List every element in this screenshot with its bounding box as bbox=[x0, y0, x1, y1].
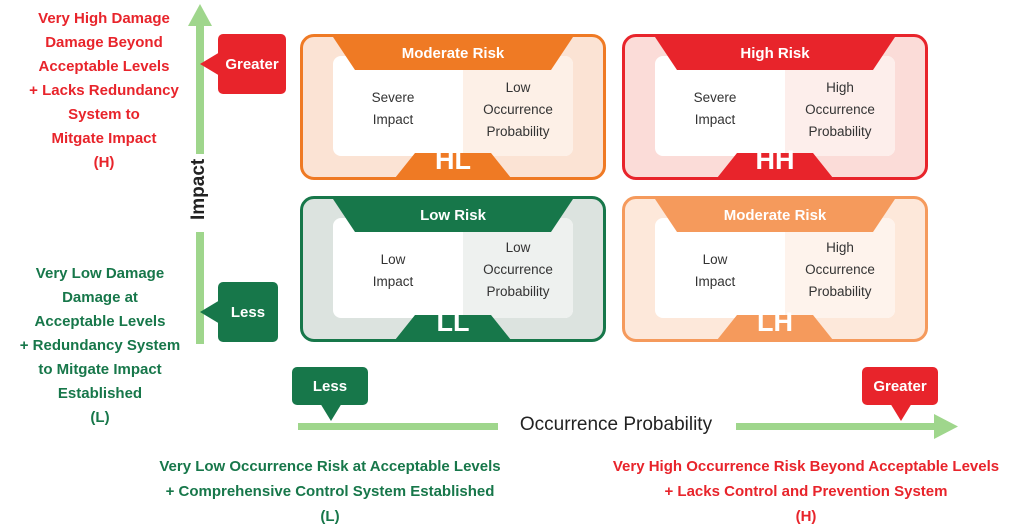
quadrant-code: LL bbox=[436, 307, 470, 337]
impact-cell: Severe Impact bbox=[693, 90, 737, 127]
y-axis-line-top bbox=[196, 24, 204, 154]
greater-probability-tag-pointer bbox=[890, 403, 912, 421]
quadrant-inner-right-panel bbox=[785, 218, 895, 318]
probability-cell: High Occurrence Probability bbox=[805, 80, 875, 139]
greater-impact-tag-pointer bbox=[200, 52, 220, 76]
x-axis-arrowhead bbox=[934, 414, 958, 439]
quadrant-ll: Low Risk Low Impact Low Occurrence Proba… bbox=[300, 196, 606, 342]
quadrant-hh: High Risk Severe Impact High Occurrence … bbox=[622, 34, 928, 180]
quadrant-tabs bbox=[333, 199, 573, 339]
quadrant-lh: Moderate Risk Low Impact High Occurrence… bbox=[622, 196, 928, 342]
less-impact-tag: Less bbox=[218, 282, 278, 342]
probability-cell: High Occurrence Probability bbox=[805, 240, 875, 299]
quadrant-title: Low Risk bbox=[420, 207, 486, 224]
less-probability-tag: Less bbox=[292, 367, 368, 405]
greater-probability-tag: Greater bbox=[862, 367, 938, 405]
high-probability-description: Very High Occurrence Risk Beyond Accepta… bbox=[612, 458, 1000, 525]
quadrant-title: High Risk bbox=[740, 45, 810, 62]
low-impact-description: Very Low Damage Damage at Acceptable Lev… bbox=[19, 265, 181, 426]
quadrant-code: LH bbox=[757, 307, 793, 337]
quadrant-code: HH bbox=[755, 145, 795, 175]
quadrant-code: HL bbox=[435, 145, 471, 175]
less-impact-tag-pointer bbox=[200, 300, 220, 324]
quadrant-tabs bbox=[655, 199, 895, 339]
x-axis-label: Occurrence Probability bbox=[519, 414, 713, 435]
y-axis-arrow bbox=[188, 4, 212, 344]
impact-cell: Severe Impact bbox=[371, 90, 415, 127]
y-axis-label: Impact bbox=[188, 158, 209, 220]
low-probability-description: Very Low Occurrence Risk at Acceptable L… bbox=[159, 458, 501, 525]
y-axis-line-bottom bbox=[196, 232, 204, 344]
y-axis-arrowhead bbox=[188, 4, 212, 26]
probability-cell: Low Occurrence Probability bbox=[483, 80, 553, 139]
quadrant-hl: Moderate Risk Severe Impact Low Occurren… bbox=[300, 34, 606, 180]
greater-impact-tag: Greater bbox=[218, 34, 286, 94]
quadrant-title: Moderate Risk bbox=[723, 207, 827, 224]
quadrant-tabs bbox=[655, 37, 895, 177]
quadrant-inner-right-panel bbox=[785, 56, 895, 156]
quadrant-tabs bbox=[333, 37, 573, 177]
quadrant-title: Moderate Risk bbox=[401, 45, 505, 62]
quadrant-inner-right-panel bbox=[463, 218, 573, 318]
quadrant-inner-right-panel bbox=[463, 56, 573, 156]
less-probability-tag-pointer bbox=[320, 403, 342, 421]
impact-cell: Low Impact bbox=[372, 252, 414, 289]
impact-cell: Low Impact bbox=[694, 252, 736, 289]
x-axis-line-left bbox=[298, 423, 498, 430]
x-axis-line-right bbox=[736, 423, 936, 430]
x-axis-arrow bbox=[298, 414, 958, 439]
high-impact-description: Very High Damage Damage Beyond Acceptabl… bbox=[29, 10, 179, 171]
probability-cell: Low Occurrence Probability bbox=[483, 240, 553, 299]
